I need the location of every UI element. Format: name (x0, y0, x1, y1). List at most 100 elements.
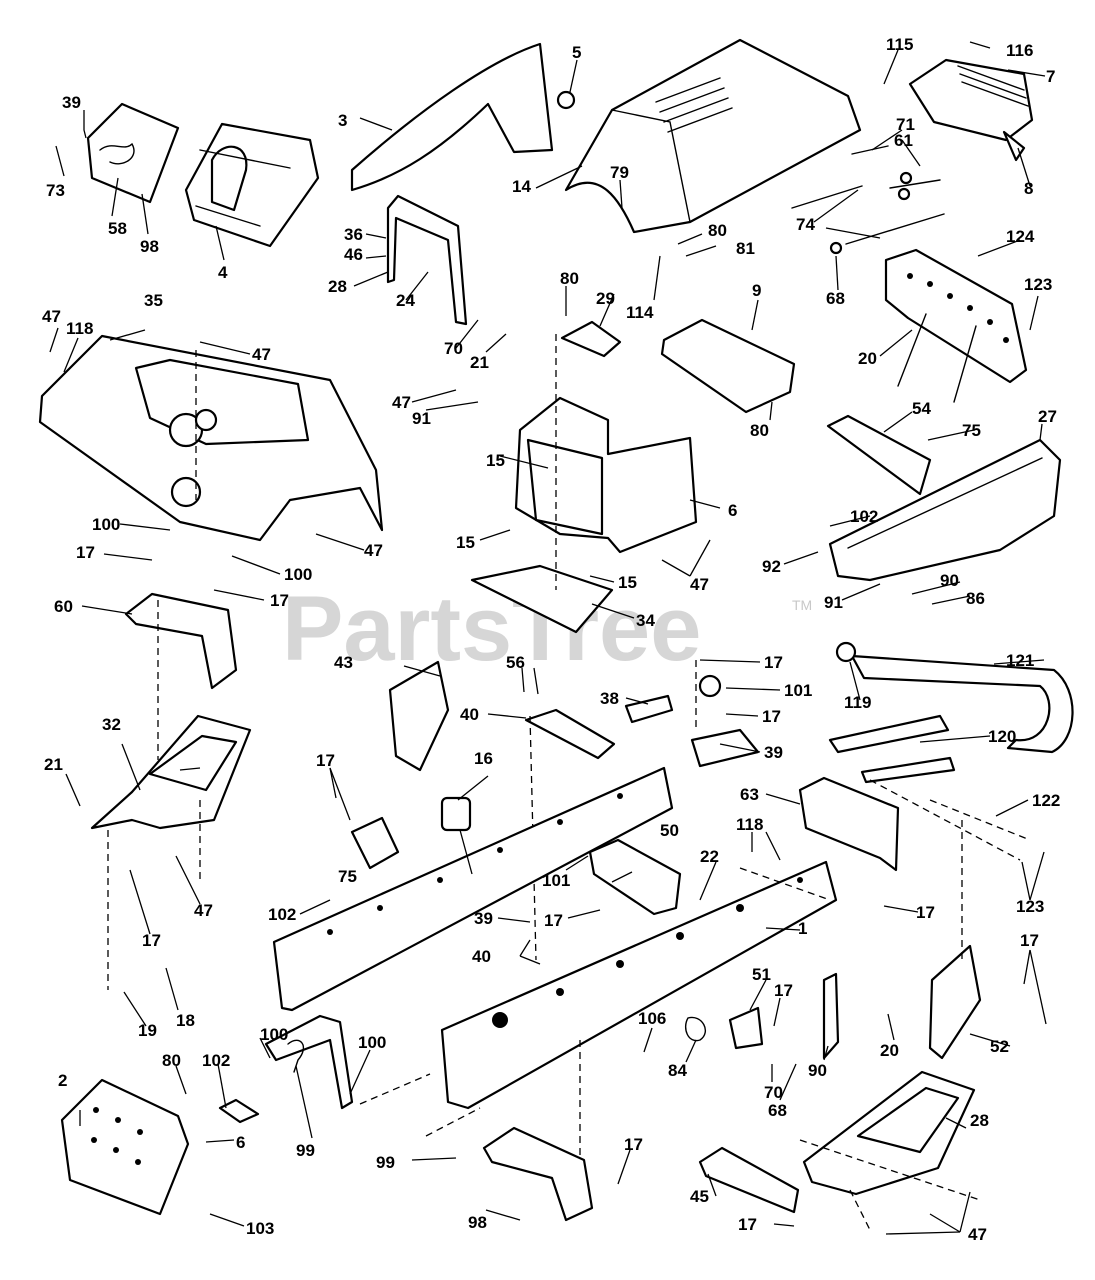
watermark: PartsTree (282, 578, 701, 680)
part-15-grille (908, 58, 1034, 142)
callout: 61 (894, 131, 913, 150)
callout: 9 (752, 281, 761, 300)
part-40-bracket (588, 838, 682, 916)
callout: 118 (736, 815, 763, 834)
callout: 123 (1016, 897, 1044, 916)
part-22-bumper (828, 438, 1062, 582)
callout: 15 (618, 573, 637, 592)
callout: 102 (268, 905, 296, 924)
callout: 99 (376, 1153, 395, 1172)
callout: 90 (808, 1061, 827, 1080)
callout: 70 (764, 1083, 783, 1102)
callout: 21 (470, 353, 489, 372)
callout: 86 (966, 589, 985, 608)
part-84-bracket (822, 972, 840, 1060)
part-32-bracket (624, 694, 674, 724)
callout: 28 (970, 1111, 989, 1130)
callout: 60 (54, 597, 73, 616)
callout: 19 (138, 1021, 157, 1040)
callout: 17 (624, 1135, 643, 1154)
part-73-rod (791, 185, 945, 245)
callout: 18 (176, 1011, 195, 1030)
callout: 17 (774, 981, 793, 1000)
callout: 50 (660, 821, 679, 840)
callout: 68 (768, 1101, 787, 1120)
part-115-bar (850, 654, 1074, 754)
callout: 103 (246, 1219, 274, 1238)
callout: 5 (572, 43, 581, 62)
callout: 7 (1046, 67, 1055, 86)
callout: 39 (62, 93, 81, 112)
callout: 116 (1006, 41, 1033, 60)
callout: 118 (66, 319, 93, 338)
callout: 122 (1032, 791, 1060, 810)
callout: 100 (284, 565, 312, 584)
callout: 14 (512, 177, 531, 196)
part-16-grommet (440, 796, 472, 832)
callout: 102 (850, 507, 878, 526)
callout: 79 (610, 163, 629, 182)
callout: 2 (58, 1071, 67, 1090)
callout: 39 (764, 743, 783, 762)
part-5-console (184, 122, 320, 248)
callout: 4 (218, 263, 228, 282)
callout: 114 (626, 303, 654, 322)
part-56-bracket (350, 816, 400, 870)
callout: 35 (144, 291, 163, 310)
callout: 29 (596, 289, 615, 308)
part-3-side-panel (350, 42, 554, 192)
callout: 1 (798, 919, 807, 938)
callout: 91 (824, 593, 843, 612)
callout: 73 (46, 181, 65, 200)
callout: 17 (76, 543, 95, 562)
part-92-panel (86, 102, 180, 204)
part-33-bracket (690, 728, 760, 768)
callout: 40 (472, 947, 491, 966)
callout: 36 (344, 225, 363, 244)
callout: 58 (108, 219, 127, 238)
callout: 15 (456, 533, 475, 552)
callout: 123 (1024, 275, 1052, 294)
callout: 92 (762, 557, 781, 576)
callout: 75 (338, 867, 357, 886)
watermark-trademark: TM (792, 597, 812, 613)
part-44-bracket (928, 944, 982, 1060)
callout: 74 (796, 215, 815, 234)
callout: 3 (338, 111, 347, 130)
callout: 21 (44, 755, 63, 774)
callout: 28 (328, 277, 347, 296)
callout: 20 (880, 1041, 899, 1060)
callout: 6 (236, 1133, 245, 1152)
callout: 80 (750, 421, 769, 440)
callout: 98 (468, 1213, 487, 1232)
part-shapes (38, 38, 1074, 1222)
callout: 71 (896, 115, 915, 134)
callout: 24 (396, 291, 415, 310)
part-2-plate (60, 1078, 190, 1216)
callout: 47 (392, 393, 411, 412)
part-8-plate (660, 318, 796, 414)
callout: 39 (474, 909, 493, 928)
part-71-bracket (826, 414, 932, 496)
part-50-bracket (798, 776, 900, 872)
part-39-bracket (698, 1146, 800, 1214)
plate-2-holes (91, 1107, 143, 1165)
callout: 43 (334, 653, 353, 672)
part-31-bracket (560, 320, 622, 358)
callout: 80 (560, 269, 579, 288)
callout: 38 (600, 689, 619, 708)
callout: 46 (344, 245, 363, 264)
callout-labels: 5 3 115 116 7 39 73 58 98 4 14 79 71 61 … (42, 35, 1060, 1244)
part-29-bracket (386, 194, 468, 326)
assembly-guide-lines (107, 334, 1031, 1231)
callout: 124 (1006, 227, 1035, 246)
part-1-frame (440, 860, 838, 1110)
callout: 47 (42, 307, 61, 326)
callout: 8 (1024, 179, 1033, 198)
callout: 47 (968, 1225, 987, 1244)
callout: 90 (940, 571, 959, 590)
part-45-plate (728, 1006, 764, 1050)
callout: 70 (444, 339, 463, 358)
callout: 119 (844, 693, 871, 712)
